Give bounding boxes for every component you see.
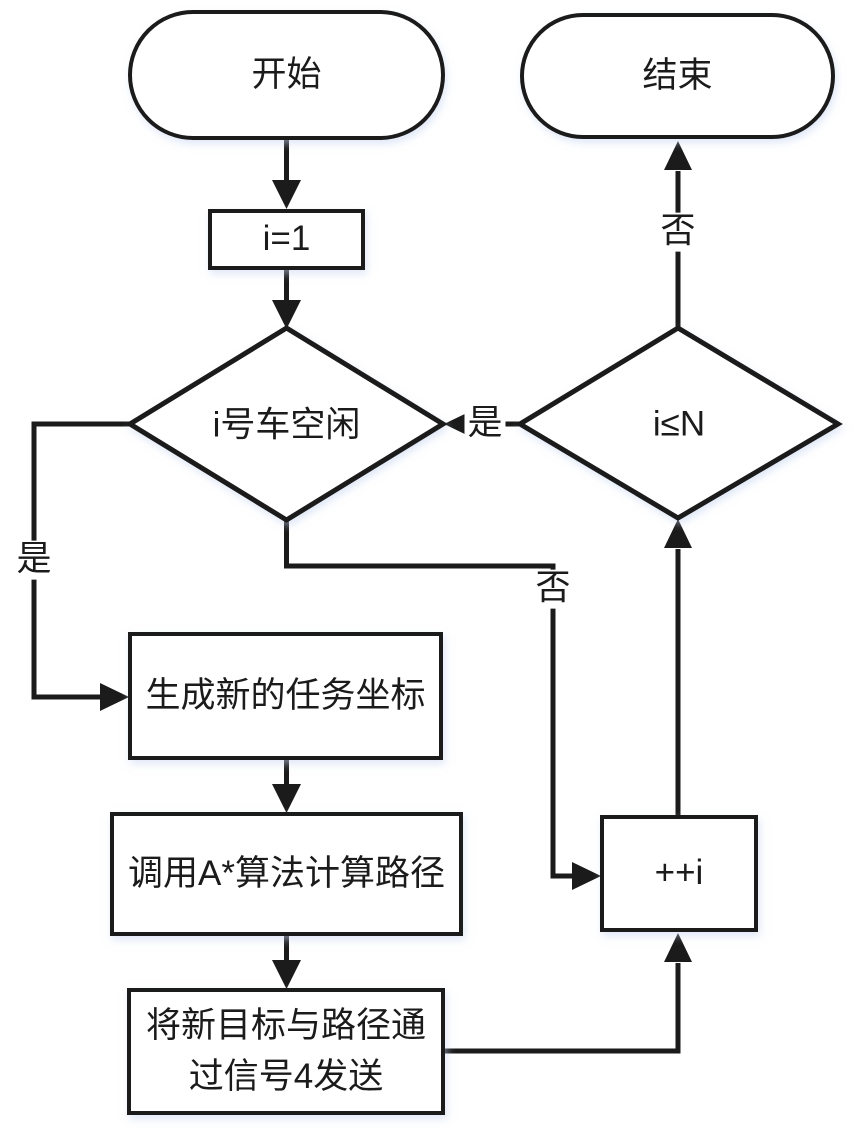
terminator-start: 开始 [128,10,445,140]
process-generate-task: 生成新的任务坐标 [128,632,443,760]
process-astar: 调用A*算法计算路径 [110,812,463,936]
process-init: i=1 [208,209,365,270]
terminator-start-label: 开始 [251,54,322,94]
edge-label-no-to-end: 否 [657,212,699,252]
edge-astar-to-sendsignal [272,936,301,989]
process-increment: ++i [600,815,758,932]
edge-label-no-bottom-branch: 否 [532,569,574,609]
edge-increment-to-loopcheck [664,519,692,815]
edge-start-to-init [272,140,301,209]
decision-loop-check [515,325,843,521]
process-init-label: i=1 [262,219,311,259]
process-send-signal: 将新目标与路径通 过信号4发送 [127,988,445,1115]
edge-label-yes-between-diamonds: 是 [464,404,506,444]
terminator-end: 结束 [520,13,835,139]
edge-label-yes-left-branch: 是 [13,540,55,580]
decision-car-idle [125,325,448,523]
edge-sendsignal-to-increment [445,933,692,1054]
decision-loop-check-label: i≤N [652,404,706,444]
process-astar-label: 调用A*算法计算路径 [128,853,445,893]
decision-car-idle-label: i号车空闲 [212,405,361,445]
edge-gentask-to-astar [272,760,301,813]
process-generate-task-label: 生成新的任务坐标 [145,675,426,715]
terminator-end-label: 结束 [642,55,713,95]
process-increment-label: ++i [654,853,704,893]
edge-caridle-no-to-increment [284,518,601,890]
edge-init-to-car-idle [272,270,301,329]
process-send-signal-label: 将新目标与路径通 过信号4发送 [145,1005,426,1096]
